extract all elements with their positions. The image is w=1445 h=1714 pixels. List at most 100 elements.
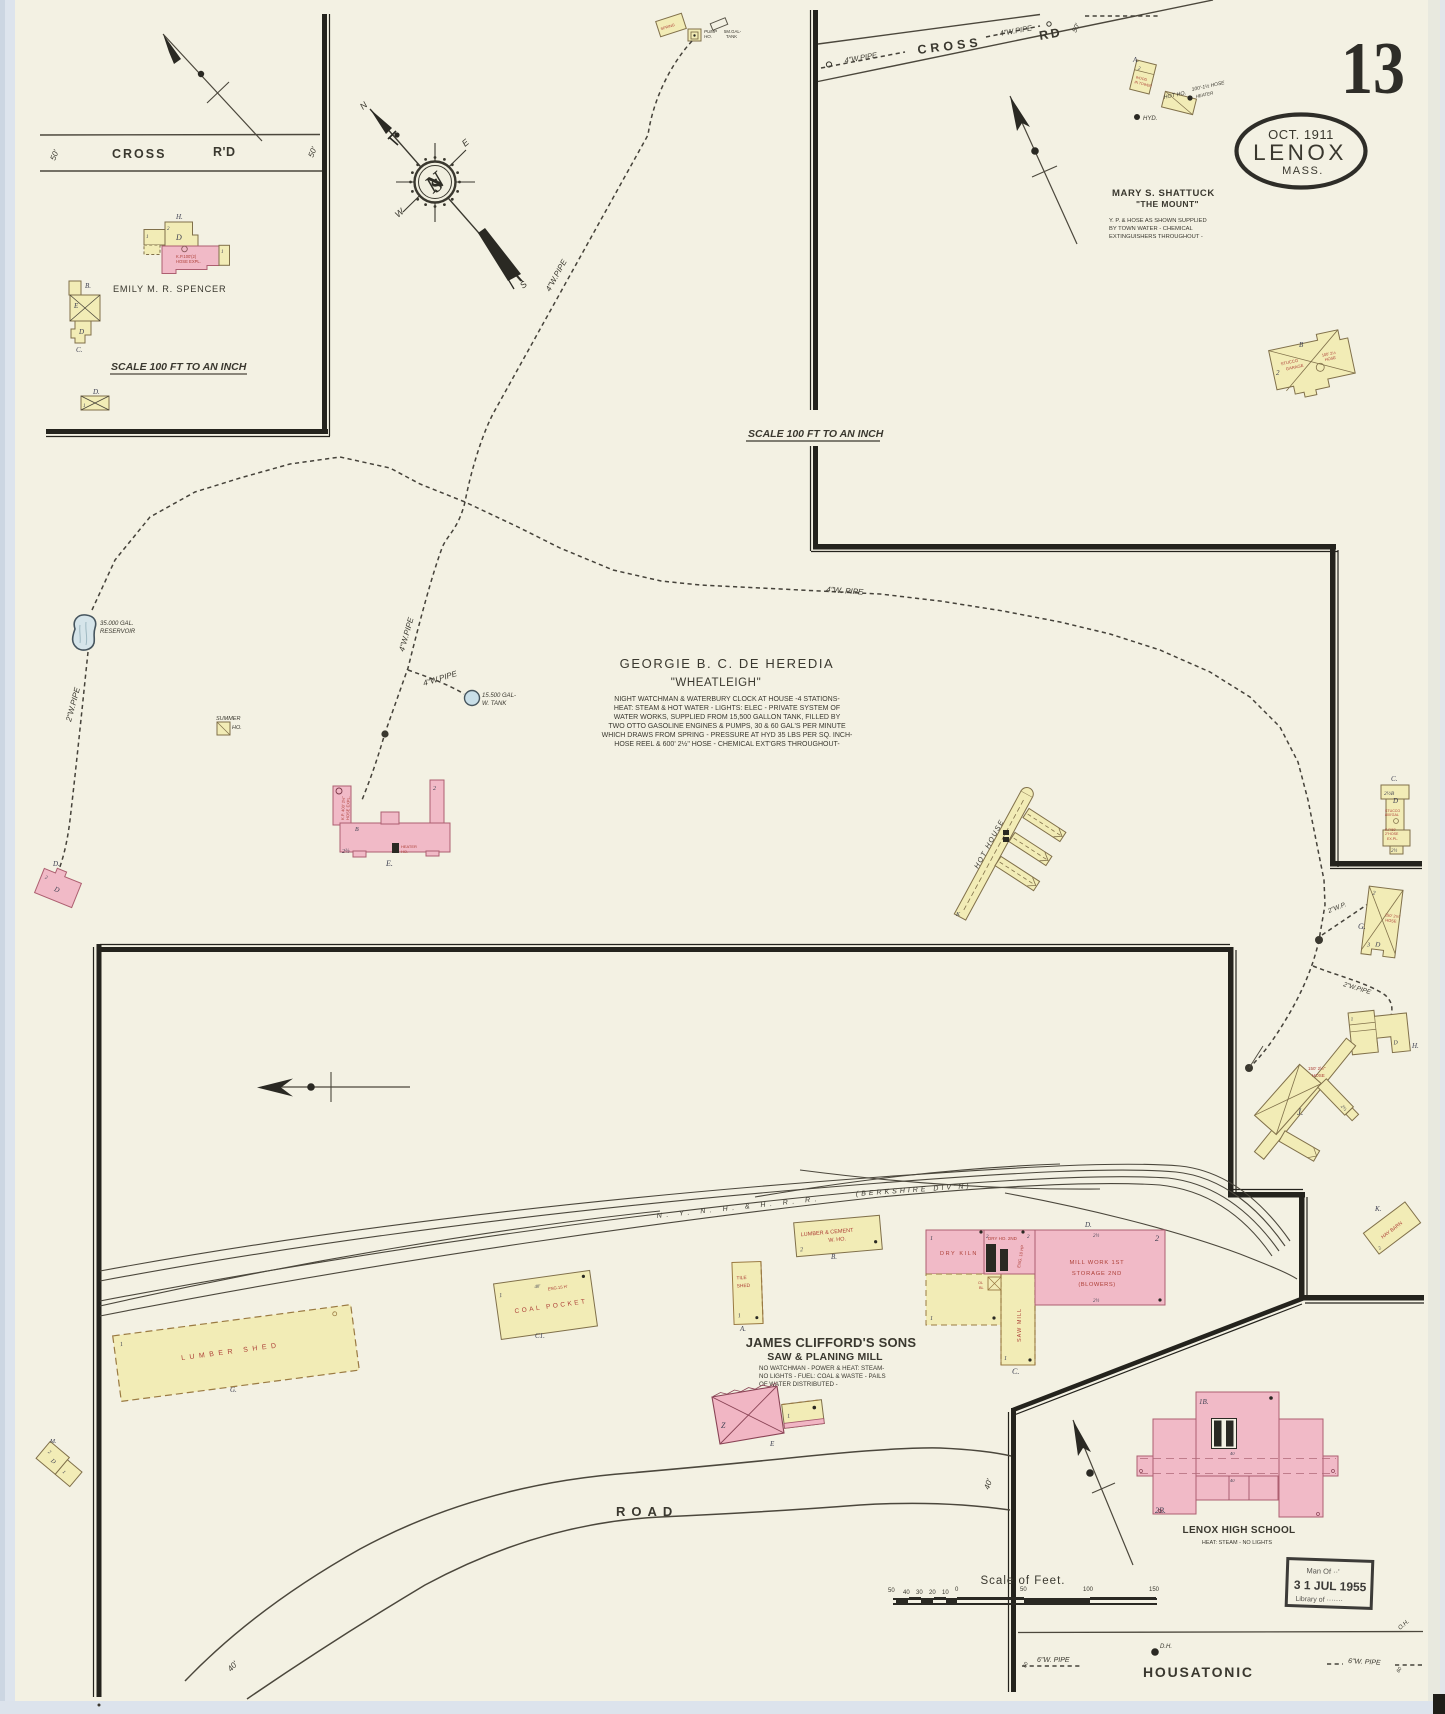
svg-text:IN TOWER: IN TOWER (1134, 80, 1153, 88)
svg-text:CROSS: CROSS (112, 147, 166, 161)
svg-text:2: 2 (1137, 67, 1141, 73)
svg-text:OL: OL (978, 1281, 983, 1285)
svg-text:2: 2 (1276, 369, 1280, 377)
svg-text:20: 20 (929, 1590, 936, 1596)
svg-text:"WHEATLEIGH": "WHEATLEIGH" (671, 677, 762, 689)
svg-text:C.: C. (76, 346, 83, 354)
svg-text:Y. P. & HOSE AS SHOWN SUPPLIED: Y. P. & HOSE AS SHOWN SUPPLIED (1109, 218, 1207, 224)
svg-text:C.: C. (1391, 775, 1398, 783)
svg-text:5M.GAL-: 5M.GAL- (724, 29, 742, 34)
svg-text:2½: 2½ (1093, 1299, 1100, 1304)
svg-text:J.: J. (1297, 1107, 1303, 1117)
svg-text:MASS.: MASS. (1282, 165, 1324, 177)
svg-text:SCALE 100 FT TO AN INCH: SCALE 100 FT TO AN INCH (111, 361, 247, 373)
svg-text:6"W. PIPE: 6"W. PIPE (1037, 1657, 1070, 1664)
svg-text:D.: D. (52, 860, 60, 868)
svg-text:R'D: R'D (213, 145, 236, 159)
svg-text:0: 0 (955, 1587, 959, 1593)
svg-text:LENOX: LENOX (1253, 140, 1347, 165)
svg-text:TANK: TANK (726, 34, 737, 39)
svg-text:2: 2 (433, 786, 436, 792)
svg-text:E.: E. (385, 859, 393, 868)
svg-text:HEATER: HEATER (1195, 90, 1214, 99)
svg-text:D: D (175, 233, 182, 242)
svg-text:2: 2 (167, 227, 170, 232)
svg-text:BL: BL (979, 1286, 984, 1290)
svg-text:HO.: HO. (401, 849, 408, 854)
svg-text:SCALE 100 FT TO AN INCH: SCALE 100 FT TO AN INCH (748, 428, 884, 440)
svg-text:D.H.: D.H. (1160, 1644, 1172, 1650)
svg-text:1B.: 1B. (1199, 1398, 1209, 1406)
svg-text:D.: D. (1084, 1221, 1092, 1229)
svg-text:HOSE EXPL.: HOSE EXPL. (176, 259, 201, 264)
svg-text:GEORGIE B. C. DE HEREDIA: GEORGIE B. C. DE HEREDIA (620, 656, 835, 671)
svg-text:OCT. 1911: OCT. 1911 (1268, 127, 1334, 142)
svg-text:W. HO.: W. HO. (828, 1236, 847, 1244)
svg-text:S: S (518, 279, 529, 291)
svg-text:4"W. PIPE: 4"W. PIPE (826, 585, 864, 597)
svg-text:ENG.15 H': ENG.15 H' (547, 1284, 568, 1292)
svg-text:NO LIGHTS - FUEL: COAL & WASTE: NO LIGHTS - FUEL: COAL & WASTE - PAILS (759, 1373, 886, 1380)
svg-text:HO.: HO. (232, 725, 242, 731)
svg-text:2: 2 (1372, 891, 1376, 897)
svg-text:HOT HO.: HOT HO. (1163, 90, 1187, 101)
svg-text:60: 60 (1396, 1666, 1404, 1674)
svg-text:40: 40 (903, 1590, 910, 1596)
svg-text:EMILY M. R. SPENCER: EMILY M. R. SPENCER (113, 284, 226, 294)
svg-text:DRY HO. 2ND: DRY HO. 2ND (988, 1236, 1018, 1241)
svg-text:2½: 2½ (1391, 849, 1398, 854)
svg-text:40: 40 (1230, 1451, 1235, 1456)
svg-text:2: 2 (46, 1450, 52, 1456)
svg-text:E: E (769, 1440, 775, 1448)
svg-text:15.500 GAL-: 15.500 GAL- (482, 693, 516, 699)
svg-text:150' 2½": 150' 2½" (1385, 912, 1402, 919)
svg-text:40: 40 (1230, 1478, 1235, 1483)
svg-text:50: 50 (888, 1588, 895, 1594)
svg-text:WOOD: WOOD (1135, 75, 1148, 82)
svg-text:JAMES CLIFFORD'S SONS: JAMES CLIFFORD'S SONS (746, 1335, 917, 1350)
svg-text:C.: C. (1012, 1367, 1019, 1376)
svg-text:WATER WORKS, SUPPLIED FROM 15,: WATER WORKS, SUPPLIED FROM 15,500 GALLON… (614, 714, 841, 721)
svg-text:H.: H. (175, 213, 183, 221)
svg-text:HEAT: STEAM & HOT WATER - LIGH: HEAT: STEAM & HOT WATER - LIGHTS: ELEC -… (614, 705, 840, 712)
svg-text:HEATER: HEATER (401, 844, 417, 849)
svg-text:STUCCO: STUCCO (1280, 358, 1299, 367)
svg-text:"THE MOUNT": "THE MOUNT" (1136, 199, 1199, 209)
svg-text:SHED: SHED (737, 1283, 751, 1289)
svg-text:1: 1 (146, 235, 149, 240)
svg-text:G.: G. (1358, 922, 1366, 931)
svg-text:B.: B. (831, 1253, 837, 1261)
svg-text:2: 2 (986, 1235, 989, 1240)
svg-text:1: 1 (61, 1470, 66, 1475)
svg-text:STUCCO: STUCCO (1385, 809, 1400, 813)
svg-text:D: D (78, 328, 84, 336)
svg-text:40': 40' (534, 1284, 542, 1290)
svg-text:HOSE REEL & 600' 2½" HOSE - CH: HOSE REEL & 600' 2½" HOSE - CHEMICAL EXT… (614, 740, 840, 748)
svg-text:G.: G. (230, 1386, 237, 1394)
svg-text:1: 1 (499, 1293, 503, 1299)
svg-text:A.: A. (739, 1325, 746, 1333)
svg-text:1: 1 (83, 404, 86, 409)
svg-text:Z: Z (721, 1421, 726, 1430)
svg-text:LUMBER & CEMENT: LUMBER & CEMENT (801, 1228, 855, 1239)
svg-text:HOSE: HOSE (1312, 1073, 1325, 1078)
svg-text:100' 2½: 100' 2½ (1321, 350, 1336, 358)
svg-text:MARY S. SHATTUCK: MARY S. SHATTUCK (1112, 188, 1215, 199)
svg-text:HOSE: HOSE (1385, 917, 1397, 923)
svg-text:D: D (1374, 940, 1381, 949)
svg-text:GARAGE: GARAGE (1285, 363, 1304, 372)
svg-text:60: 60 (1022, 1661, 1030, 1668)
svg-text:1: 1 (1351, 1018, 1354, 1023)
svg-text:1: 1 (221, 250, 224, 255)
svg-text:D: D (1392, 1040, 1399, 1047)
svg-text:2"HOSE: 2"HOSE (1385, 832, 1399, 836)
svg-text:D: D (52, 885, 61, 895)
svg-text:D: D (1392, 797, 1398, 805)
svg-text:2½: 2½ (342, 848, 350, 855)
svg-text:2: 2 (44, 876, 49, 882)
svg-text:1: 1 (787, 1414, 791, 1420)
svg-text:30: 30 (916, 1590, 923, 1596)
svg-text:Man Of ··': Man Of ··' (1306, 1566, 1340, 1576)
svg-text:13: 13 (1341, 28, 1405, 110)
svg-text:1: 1 (930, 1236, 933, 1242)
